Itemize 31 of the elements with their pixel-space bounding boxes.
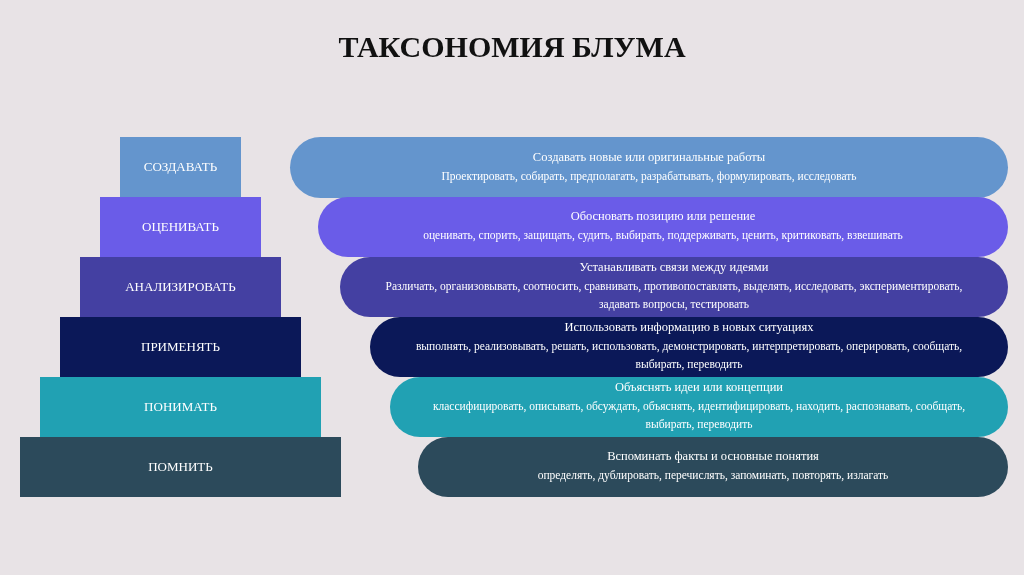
level-label: ПОНИМАТЬ [144,399,217,415]
level-label: СОЗДАВАТЬ [143,159,218,175]
level-heading: Устанавливать связи между идеями [579,260,769,276]
level-heading: Объяснять идеи или концепции [614,380,784,396]
verb-list: оценивать, спорить, защищать, судить, выбирать, поддерживать, ценить, критиковать, взвешивать [423,227,903,245]
description-banner [340,257,1008,317]
verb-list: определять, дублировать, перечислять, запоминать, повторять, излагать [537,467,889,485]
verb-list: Различать, организовывать, соотносить, сравнивать, противопоставлять, выделять, исследовать, экспериментировать, задавать вопросы, тестировать [374,278,974,314]
level-heading: Использовать информацию в новых ситуациях [564,320,814,336]
level-label: АНАЛИЗИРОВАТЬ [125,279,236,295]
pyramid-level [60,317,301,377]
pyramid-level [20,437,341,497]
level-label: ОЦЕНИВАТЬ [142,219,219,235]
verb-list: классифицировать, описывать, обсуждать, объяснять, идентифицировать, находить, распознавать, сообщать, выбирать, переводить [424,398,974,434]
description-banner [290,137,1008,198]
verb-list: выполнять, реализовывать, решать, использовать, демонстрировать, интерпретировать, оперировать, сообщать, выбирать, переводить [404,338,974,374]
verb-list: Проектировать, собирать, предполагать, разрабатывать, формулировать, исследовать [441,167,857,186]
pyramid-level [40,377,321,437]
description-banner [370,317,1008,377]
pyramid-level [80,257,281,317]
level-heading: Вспоминать факты и основные понятия [607,449,819,465]
level-heading: Обосновать позицию или решение [570,209,756,225]
description-banner [390,377,1008,437]
level-label: ПРИМЕНЯТЬ [141,339,220,355]
description-banner [318,197,1008,257]
level-label: ПОМНИТЬ [148,459,213,475]
diagram-title: ТАКСОНОМИЯ БЛУМА [337,30,687,64]
level-heading: Создавать новые или оригинальные работы [532,149,766,165]
pyramid-level [120,137,241,197]
description-banner [418,437,1008,497]
pyramid-level [100,197,261,257]
